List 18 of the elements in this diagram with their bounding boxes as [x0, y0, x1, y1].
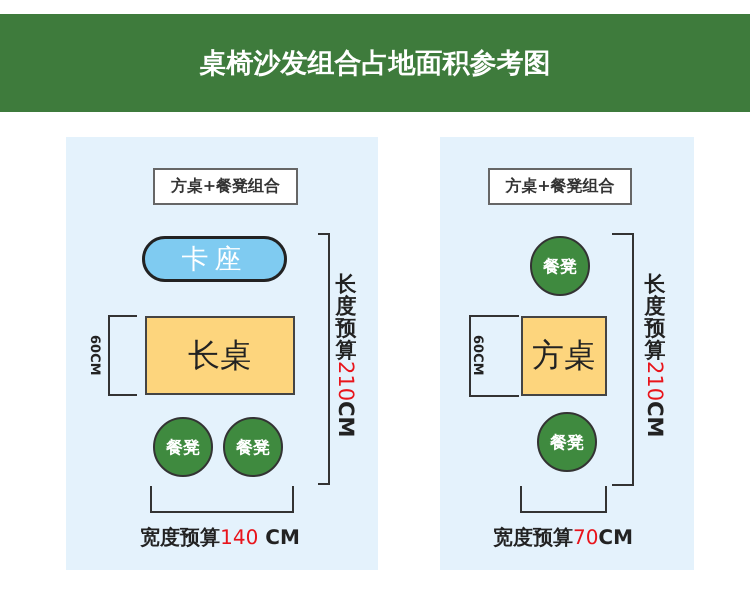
table-rect: 方桌 — [521, 316, 607, 396]
title: 桌椅沙发组合占地面积参考图 — [200, 47, 550, 81]
header-box: 方桌+餐凳组合 — [153, 168, 298, 205]
stool-circle: 餐凳 — [153, 417, 213, 477]
dimension-label: 长度预算210CM — [334, 272, 358, 438]
dimension-label: 宽度预算70CM — [492, 526, 634, 548]
table-rect: 长桌 — [145, 316, 295, 395]
dimension-label: 60CM — [470, 334, 484, 376]
dimension-label: 长度预算210CM — [644, 272, 666, 438]
stool-circle: 餐凳 — [223, 417, 283, 477]
booth-seat: 卡座 — [142, 236, 287, 282]
stool-circle: 餐凳 — [537, 412, 597, 472]
dimension-label: 60CM — [87, 334, 101, 376]
stool-circle: 餐凳 — [530, 236, 590, 296]
panel — [440, 137, 694, 570]
panel — [66, 137, 378, 570]
header-box: 方桌+餐凳组合 — [488, 168, 632, 205]
dimension-label: 宽度预算140 CM — [140, 526, 300, 548]
